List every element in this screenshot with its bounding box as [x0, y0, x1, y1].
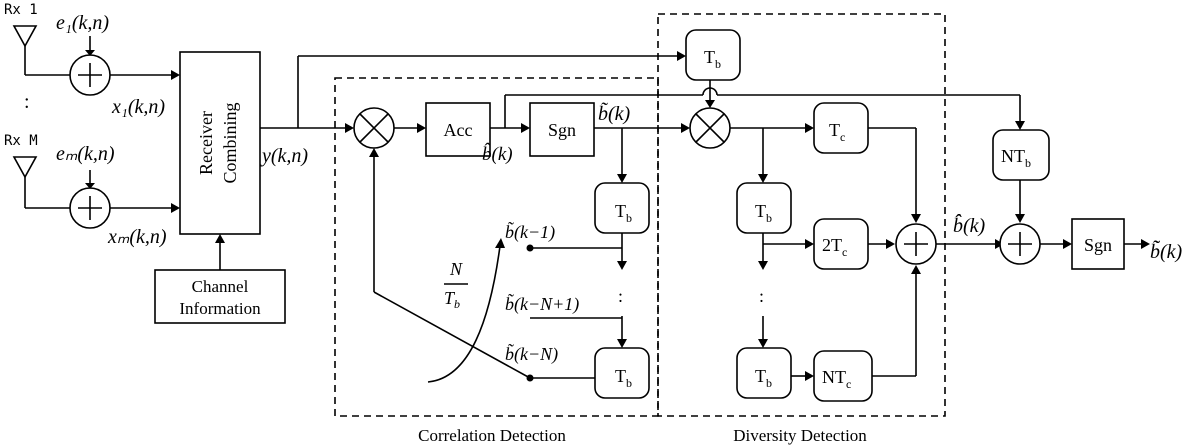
channel-info-arrow: [215, 234, 225, 243]
div-delay-n-label: Tb: [755, 366, 772, 390]
div-dots: :: [759, 286, 764, 306]
tap-n1-label: b̃(k−N+1): [505, 293, 579, 315]
xm-arrow: [171, 203, 180, 213]
div-delay-1-block: [736, 182, 792, 234]
sgn-block: [529, 102, 595, 157]
switch-arc: [427, 245, 501, 383]
sgn-output-label: b̃(k): [598, 101, 631, 125]
diversity-detection-label: Diversity Detection: [733, 426, 867, 445]
input-m-label: xₘ(k,n): [107, 226, 167, 248]
corr-delay-n-block: [594, 347, 650, 399]
antenna-1-icon: [12, 25, 38, 75]
corr-delay-1-label: Tb: [615, 201, 632, 225]
correlation-detection-label: Correlation Detection: [418, 426, 566, 445]
antenna-m-label: Rx M: [4, 133, 38, 149]
n-tb-label: NTb: [1001, 146, 1031, 170]
acc-label: Acc: [444, 120, 473, 140]
feedback-line: [373, 291, 531, 379]
ntb-input-arrow: [1015, 121, 1025, 130]
acc-output-label: b̂(k): [482, 143, 513, 165]
n-tb-block: [992, 129, 1050, 181]
div-delay-top-block: [685, 29, 741, 81]
noise-1-arrow: [85, 50, 95, 56]
channel-information-label-2: Information: [179, 299, 261, 318]
n-tc-label: NTc: [822, 367, 851, 391]
tc-label: Tc: [829, 120, 845, 144]
channel-information-label-1: Channel: [192, 277, 249, 296]
input-1-label: x₁(k,n): [111, 96, 165, 118]
combined-signal-label: y(k,n): [260, 145, 308, 167]
feedback-arrow: [369, 148, 379, 157]
two-tc-label: 2Tc: [822, 235, 847, 259]
tap-n-label: b̃(k−N): [505, 343, 558, 365]
diversity-detection-region: [657, 13, 946, 417]
noise-m-label: eₘ(k,n): [56, 143, 115, 165]
noise-1-label: e₁(k,n): [56, 12, 109, 34]
tc-block: [813, 102, 869, 154]
corr-dots: :: [618, 286, 623, 306]
sgn-label: Sgn: [548, 120, 576, 140]
div-delay-n-block: [736, 347, 792, 399]
sgn-final-block: [1071, 218, 1125, 270]
antenna-1-label: Rx 1: [4, 2, 38, 18]
acc-block: [425, 102, 491, 157]
receiver-combining-label-2: Combining: [220, 102, 240, 183]
switch-denominator: Tb: [444, 288, 460, 311]
div-delay-top-label: Tb: [704, 47, 721, 71]
switch-numerator: N: [449, 259, 463, 279]
tap-1-label: b̃(k−1): [505, 221, 555, 243]
div-delay-1-label: Tb: [755, 201, 772, 225]
final-output-label: b̃̃(k): [1150, 239, 1183, 263]
diversity-output-label: b̂̂(k): [953, 213, 986, 237]
switch-arc-arrow-icon: [495, 238, 505, 248]
antenna-m-icon: [12, 156, 38, 208]
corr-delay-n-label: Tb: [615, 366, 632, 390]
antenna-ellipsis: :: [24, 91, 30, 113]
receiver-combining-label-1: Receiver: [196, 111, 216, 175]
noise-m-arrow: [85, 183, 95, 189]
sgn-final-label: Sgn: [1084, 235, 1112, 255]
x1-arrow: [171, 70, 180, 80]
